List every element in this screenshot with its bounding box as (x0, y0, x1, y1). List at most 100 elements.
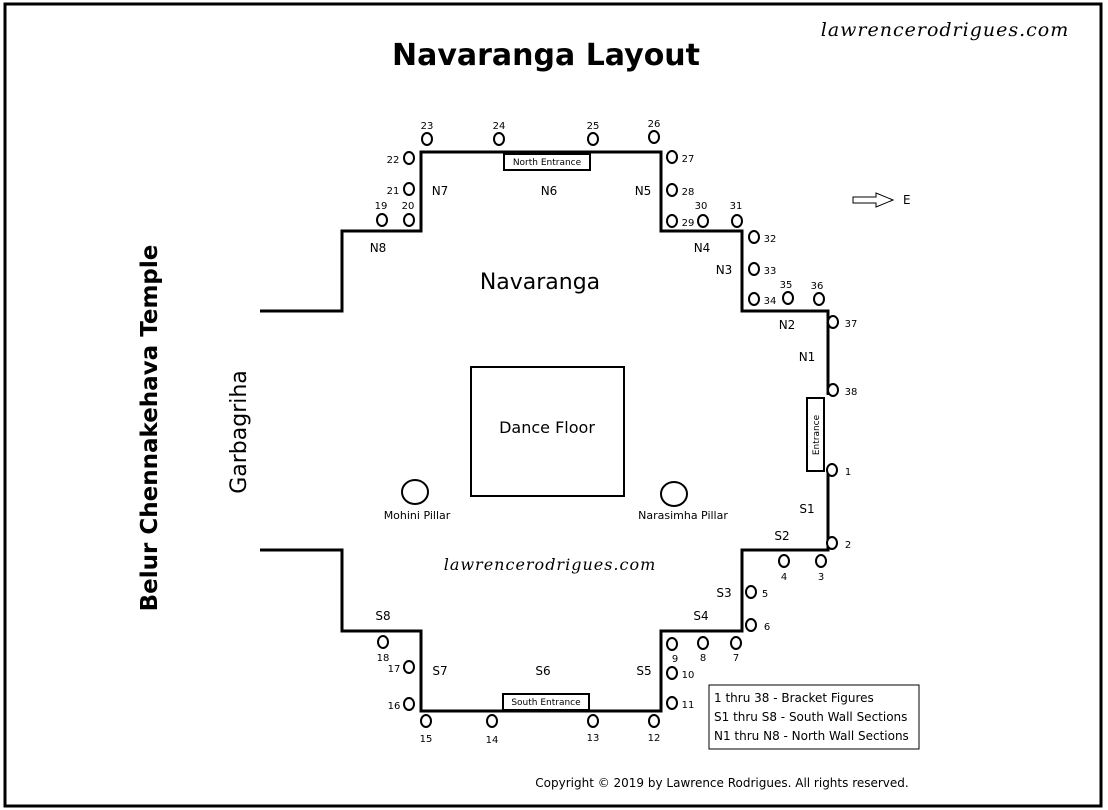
bracket-31 (731, 214, 743, 228)
section-S1: S1 (799, 502, 814, 516)
bracket-19 (376, 213, 388, 227)
north-wall (260, 150, 830, 395)
narasimha-pillar-label: Narasimha Pillar (638, 509, 728, 522)
bracket-29 (666, 214, 678, 228)
bracket-label-36: 36 (811, 281, 824, 292)
section-N5: N5 (635, 184, 652, 198)
bracket-label-2: 2 (845, 540, 851, 551)
section-N2: N2 (779, 318, 796, 332)
bracket-label-12: 12 (648, 733, 661, 744)
bracket-34 (748, 292, 760, 306)
bracket-label-35: 35 (780, 280, 793, 291)
legend-line-1: 1 thru 38 - Bracket Figures (714, 691, 874, 705)
bracket-27 (666, 150, 678, 164)
bracket-6 (745, 618, 757, 632)
bracket-label-33: 33 (764, 266, 777, 277)
bracket-label-20: 20 (402, 201, 415, 212)
bracket-30 (697, 214, 709, 228)
bracket-2 (826, 536, 838, 550)
bracket-20 (403, 213, 415, 227)
bracket-label-21: 21 (387, 186, 400, 197)
bracket-24 (493, 132, 505, 146)
narasimha-pillar (660, 481, 688, 507)
direction-label: E (903, 193, 911, 207)
bracket-label-23: 23 (421, 121, 434, 132)
bracket-12 (648, 714, 660, 728)
bracket-label-4: 4 (781, 572, 787, 583)
dance-floor-label: Dance Floor (499, 418, 595, 437)
watermark-middle: lawrencerodrigues.com (444, 555, 657, 574)
bracket-label-10: 10 (682, 670, 695, 681)
bracket-21 (403, 182, 415, 196)
bracket-label-1: 1 (845, 467, 851, 478)
bracket-33 (748, 262, 760, 276)
bracket-label-24: 24 (493, 121, 506, 132)
bracket-label-31: 31 (730, 201, 743, 212)
bracket-label-13: 13 (587, 733, 600, 744)
bracket-10 (666, 666, 678, 680)
bracket-label-28: 28 (682, 187, 695, 198)
bracket-label-32: 32 (764, 234, 777, 245)
section-S4: S4 (693, 609, 708, 623)
bracket-14 (486, 714, 498, 728)
south-entrance-label: South Entrance (511, 698, 581, 708)
bracket-label-26: 26 (648, 119, 661, 130)
east-entrance-label: Entrance (812, 414, 822, 455)
bracket-label-19: 19 (375, 201, 388, 212)
bracket-11 (666, 696, 678, 710)
bracket-label-8: 8 (700, 653, 706, 664)
copyright: Copyright © 2019 by Lawrence Rodrigues. … (535, 776, 908, 790)
navaranga-label: Navaranga (480, 270, 600, 295)
section-S2: S2 (774, 529, 789, 543)
bracket-5 (745, 585, 757, 599)
section-N8: N8 (370, 241, 387, 255)
garbagriha-label: Garbagriha (227, 370, 252, 494)
bracket-label-16: 16 (388, 701, 401, 712)
bracket-36 (813, 292, 825, 306)
bracket-label-7: 7 (733, 653, 739, 664)
bracket-label-6: 6 (764, 622, 770, 633)
bracket-label-27: 27 (682, 154, 695, 165)
bracket-label-9: 9 (672, 654, 678, 665)
bracket-35 (782, 291, 794, 305)
north-entrance-label: North Entrance (513, 158, 582, 168)
bracket-label-18: 18 (377, 653, 390, 664)
section-N1: N1 (799, 350, 816, 364)
bracket-label-3: 3 (818, 572, 824, 583)
legend-line-2: S1 thru S8 - South Wall Sections (714, 710, 907, 724)
section-S5: S5 (636, 664, 651, 678)
bracket-22 (403, 151, 415, 165)
side-title: Belur Chennakehava Temple (137, 245, 163, 612)
section-N3: N3 (716, 263, 733, 277)
bracket-32 (748, 230, 760, 244)
mohini-pillar (401, 479, 429, 505)
bracket-9 (666, 637, 678, 651)
section-S8: S8 (375, 609, 390, 623)
bracket-label-38: 38 (845, 387, 858, 398)
section-S6: S6 (535, 664, 550, 678)
watermark-top: lawrencerodrigues.com (821, 19, 1070, 41)
diagram-title: Navaranga Layout (392, 38, 700, 73)
bracket-label-25: 25 (587, 121, 600, 132)
section-N6: N6 (541, 184, 558, 198)
bracket-37 (827, 315, 839, 329)
bracket-15 (420, 714, 432, 728)
bracket-label-34: 34 (764, 296, 777, 307)
south-wall (260, 472, 830, 713)
bracket-28 (666, 183, 678, 197)
section-N7: N7 (432, 184, 449, 198)
east-entrance (806, 397, 825, 472)
east-arrow-icon (852, 192, 895, 208)
bracket-17 (403, 660, 415, 674)
north-entrance (503, 153, 591, 171)
section-S3: S3 (716, 586, 731, 600)
bracket-1 (826, 463, 838, 477)
bracket-label-15: 15 (420, 734, 433, 745)
bracket-4 (778, 554, 790, 568)
dance-floor (470, 366, 625, 497)
bracket-label-11: 11 (682, 700, 695, 711)
section-S7: S7 (432, 664, 447, 678)
bracket-18 (377, 635, 389, 649)
bracket-label-22: 22 (387, 155, 400, 166)
bracket-23 (421, 132, 433, 146)
